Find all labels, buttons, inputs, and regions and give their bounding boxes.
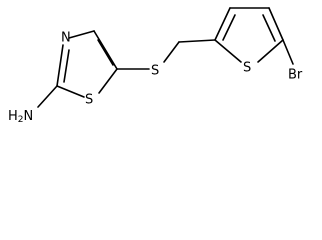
bond-c2-n3-double [63,49,70,83]
thiazole-ring [56,30,118,98]
bond-s-c2prime [214,39,242,63]
bond-c2-nh2 [37,85,58,108]
thiophene-sulfur-label: S [243,61,251,76]
bromine-label: Br [288,68,303,83]
bond-c4prime-c5prime-double [262,14,276,42]
thiazole-nitrogen-label: N [61,31,71,46]
thiophene-ring [214,7,284,63]
thiazole-sulfur-label: S [85,93,93,108]
amine-nitrogen: N [24,109,34,124]
bond-c4-c5-double [97,39,114,66]
amine-hydrogen: H [8,109,18,124]
bond-c2prime-c3prime-double [222,14,236,41]
bond-n3-c4 [68,30,95,39]
molecule-structure: N S S S Br H2N [8,7,303,125]
thioether-sulfur-label: S [151,64,159,79]
bond-s1-c2 [56,85,85,98]
thioether-linker [116,39,216,70]
bond-ch2-c2prime [178,39,216,43]
bond-c2prime-c3prime [214,7,231,41]
bond-c2-n3 [56,44,64,87]
amine-label: H2N [8,109,33,125]
bond-c5prime-s [257,39,284,63]
bond-c5prime-br [282,39,294,65]
bond-c4-c5 [93,30,118,70]
bond-c5-s1 [98,68,118,94]
bond-s-ch2 [163,41,180,63]
amine-subscript: 2 [18,115,24,125]
bond-c4prime-c5prime [268,7,284,41]
